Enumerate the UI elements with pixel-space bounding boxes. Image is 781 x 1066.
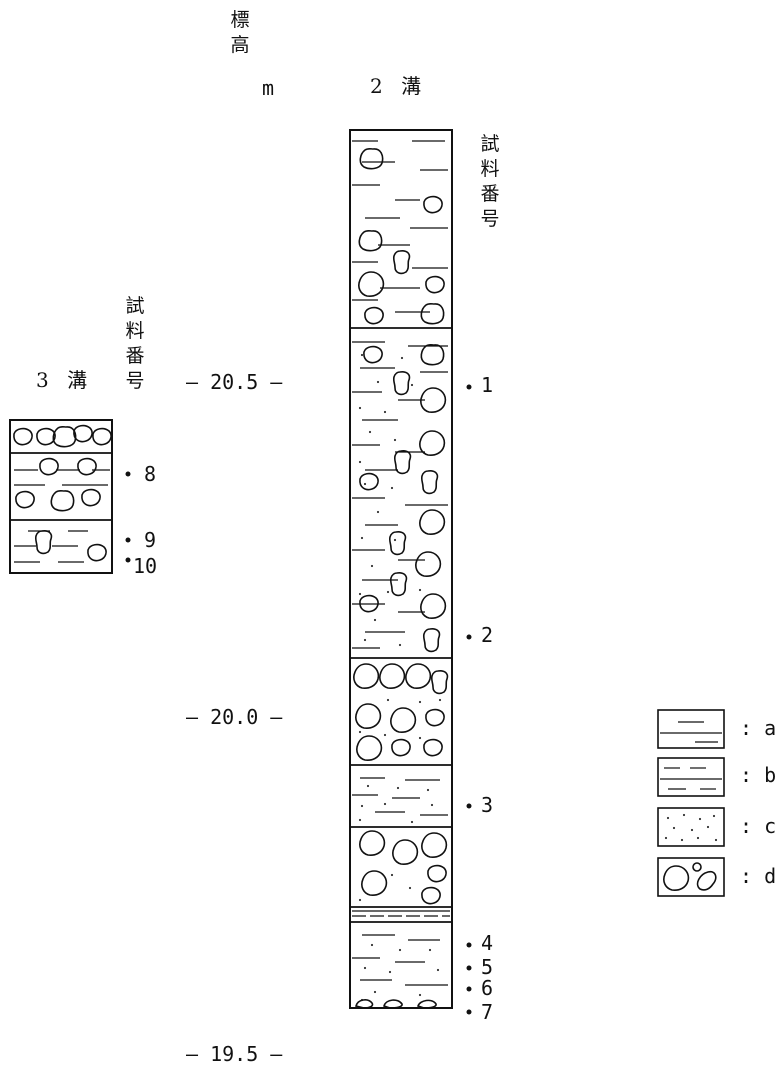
layer-gravel-middle [353,663,449,761]
trench3-sample-markers [125,471,131,563]
elevation-tick-19.5: — 19.5 — [186,1042,283,1066]
layer-gravel-lower [358,830,448,905]
layer-pebbly-silt-upper [352,140,448,325]
trench2-sample-header: 試料番号 [480,133,500,230]
legend-label-d: : d [740,864,777,888]
elevation-tick-20.0: — 20.0 — [186,705,283,729]
layer-sandy-silt [352,777,448,824]
sample-number: 9 [144,528,157,552]
legend-label-b: : b [740,763,777,787]
legend-label-c: : c [740,814,777,838]
sample-number: 4 [481,931,494,955]
sample-number: 1 [481,373,494,397]
trench3-label: 3 溝 [36,368,94,392]
elevation-axis-title: 標高 [230,9,250,56]
layer-laminated-silt [352,910,450,917]
sample-number: 10 [133,554,158,578]
trench3-sample-header: 試料番号 [125,295,145,392]
legend [657,709,725,897]
sample-number: 2 [481,623,494,647]
trench2-column [349,129,453,1009]
elevation-unit: m [262,76,275,100]
sample-number: 5 [481,955,494,979]
sample-number: 3 [481,793,494,817]
trench2-label: 2 溝 [370,74,428,98]
legend-swatch-b [657,757,725,797]
trench3-outline [9,419,113,574]
sample-number: 7 [481,1000,494,1024]
layer-sandy-silt-lower [352,934,448,1009]
trench2-outline [349,129,453,1009]
trench2-sample-markers [466,384,472,1015]
sample-number: 8 [144,462,157,486]
legend-swatch-a [657,709,725,749]
trench3-column [9,419,113,574]
sample-number: 6 [481,976,494,1000]
legend-label-a: : a [740,716,777,740]
legend-swatch-c [657,807,725,847]
legend-swatch-d [657,857,725,897]
elevation-tick-20.5: — 20.5 — [186,370,283,394]
layer-pebbly-sandy-silt [352,341,448,653]
